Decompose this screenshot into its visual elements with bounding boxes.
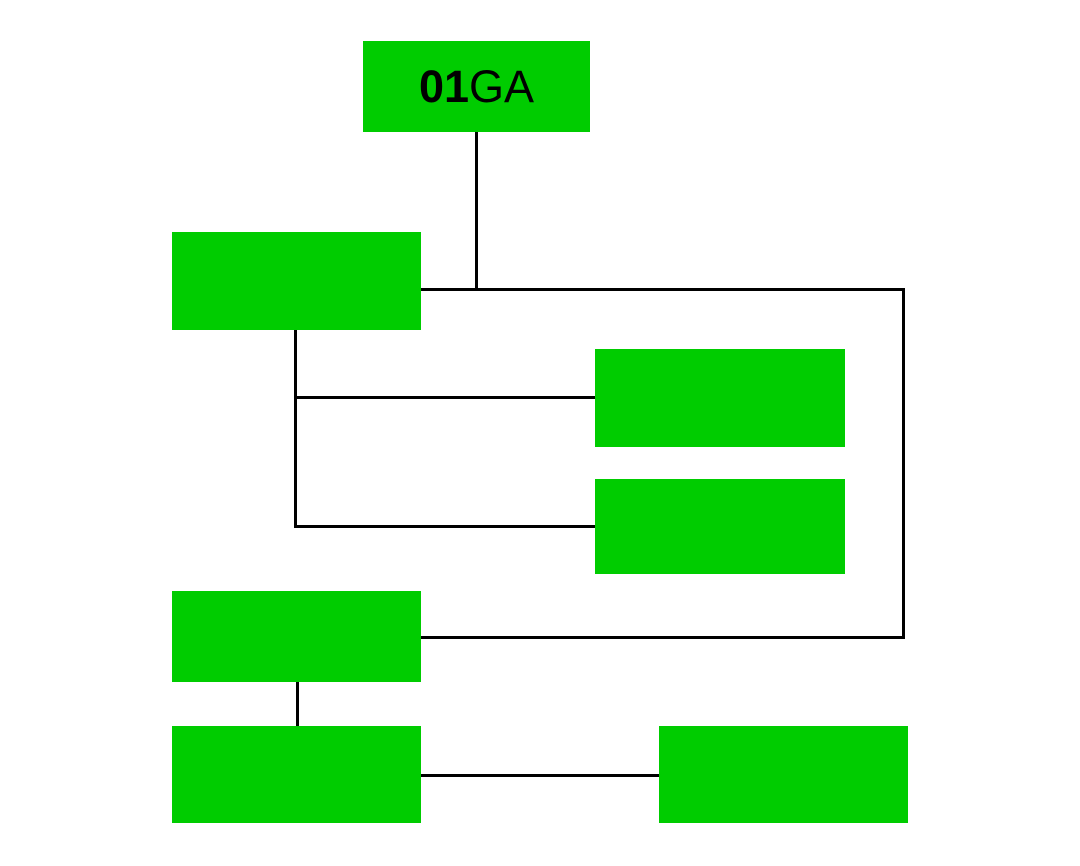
connector-line xyxy=(902,288,905,639)
diagram-node-node-b[interactable] xyxy=(595,349,845,447)
connector-line xyxy=(421,288,905,291)
diagram-node-node-d[interactable] xyxy=(172,591,421,682)
connector-line xyxy=(421,774,660,777)
connector-line xyxy=(294,396,596,399)
connector-line xyxy=(296,682,299,727)
diagram-node-node-f[interactable] xyxy=(659,726,908,823)
connector-line xyxy=(294,525,596,528)
node-label-normal: GA xyxy=(469,61,535,112)
diagram-node-root[interactable]: 01GA xyxy=(363,41,590,132)
connector-line xyxy=(294,330,297,528)
node-label-strong: 01 xyxy=(418,61,470,112)
diagram-node-node-c[interactable] xyxy=(595,479,845,574)
diagram-node-node-a[interactable] xyxy=(172,232,421,330)
node-label: 01GA xyxy=(419,64,534,109)
connector-line xyxy=(475,131,478,290)
diagram-node-node-e[interactable] xyxy=(172,726,421,823)
connector-line xyxy=(421,636,905,639)
